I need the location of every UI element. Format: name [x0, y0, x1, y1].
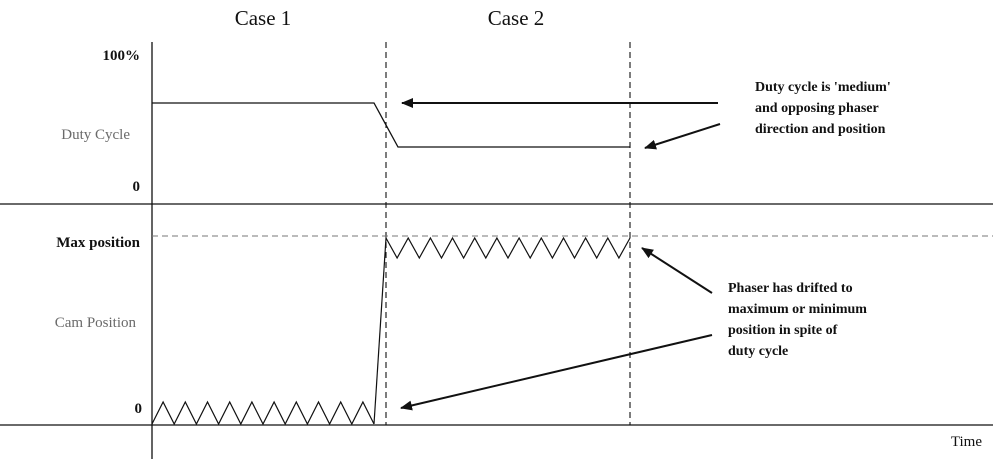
phaser-note-line-1: Phaser has drifted to: [728, 281, 853, 296]
case-2-header: Case 2: [488, 6, 545, 30]
cam-oscillation-case-2: [385, 236, 631, 260]
duty-note-line-1: Duty cycle is 'medium': [755, 80, 891, 95]
duty-zero-label: 0: [133, 179, 141, 195]
duty-note-line-2: and opposing phaser: [755, 101, 879, 116]
phaser-note: Phaser has drifted to maximum or minimum…: [728, 281, 867, 359]
duty-cycle-trace: [152, 102, 630, 148]
duty-cycle-axis-label: Duty Cycle: [61, 127, 130, 143]
duty-note-line-3: direction and position: [755, 122, 886, 137]
time-axis-label: Time: [951, 434, 982, 450]
cam-oscillation-case-1: [151, 400, 375, 426]
duty-note: Duty cycle is 'medium' and opposing phas…: [755, 80, 891, 137]
cam-zero-label: 0: [135, 401, 143, 417]
phaser-note-line-2: maximum or minimum: [728, 302, 867, 317]
duty-arrow-2: [644, 123, 721, 150]
phaser-arrow-2: [400, 334, 713, 411]
phaser-note-line-3: position in spite of: [728, 323, 838, 338]
phaser-note-line-4: duty cycle: [728, 344, 788, 359]
duty-100-label: 100%: [103, 48, 141, 64]
phaser-arrow-1: [641, 247, 713, 294]
cam-position-axis-label: Cam Position: [55, 315, 137, 331]
cam-jump-trace: [373, 237, 387, 425]
max-position-label: Max position: [56, 235, 140, 251]
case-1-header: Case 1: [235, 6, 292, 30]
